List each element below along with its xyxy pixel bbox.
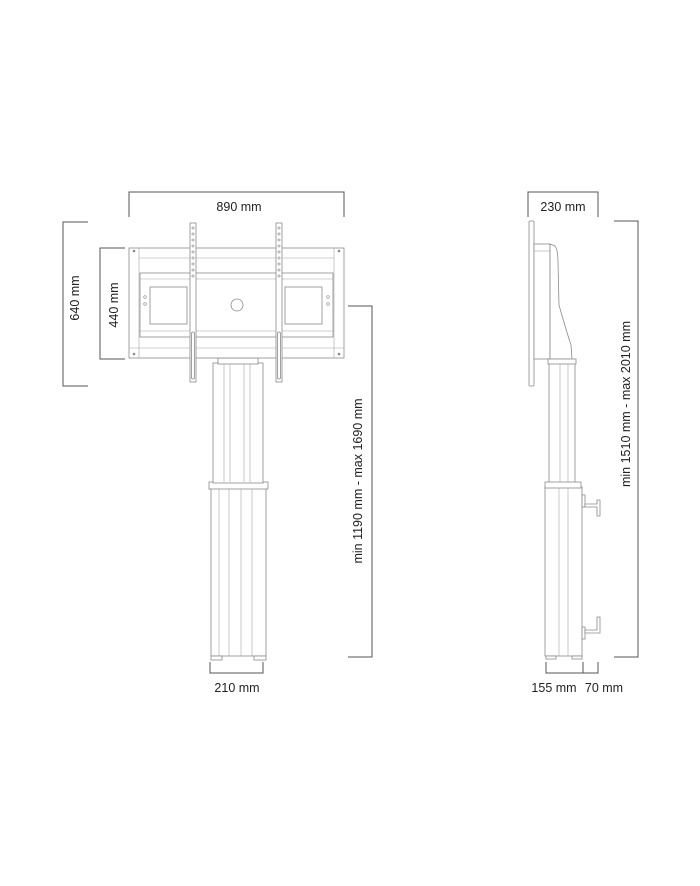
base-depth-label: 155 mm [531,681,576,695]
column-lower [208,481,269,661]
right-vesa-arm [275,222,283,383]
width-dimension: 890 mm [128,191,345,217]
side-height-dimension: min 1510 mm - max 2010 mm [614,220,639,658]
mount-height-label: 440 mm [107,282,121,327]
display-panel [528,220,535,387]
mount-frame [128,247,345,359]
foot-depth-label: 70 mm [585,681,623,695]
depth-label: 230 mm [540,200,585,214]
base-width-dimension: 210 mm [209,662,264,695]
side-view: 230 mm [527,191,639,695]
depth-dimension: 230 mm [527,191,599,217]
column-height-dimension: min 1190 mm - max 1690 mm [348,305,373,658]
mount-height-dimension: 440 mm [99,247,125,360]
width-label: 890 mm [216,200,261,214]
side-column-upper [547,358,577,485]
front-view: 890 mm 640 mm 440 mm [62,191,373,695]
column-height-label: min 1190 mm - max 1690 mm [351,398,365,563]
side-column-lower [544,481,583,660]
side-height-label: min 1510 mm - max 2010 mm [619,321,633,487]
base-width-label: 210 mm [214,681,259,695]
total-height-label: 640 mm [68,275,82,320]
wall-hooks [581,494,601,640]
column-upper [212,357,264,484]
base-depth-dimension: 155 mm 70 mm [531,662,623,695]
mount-profile [533,243,573,360]
total-height-dimension: 640 mm [62,221,88,387]
left-vesa-arm [189,222,197,383]
